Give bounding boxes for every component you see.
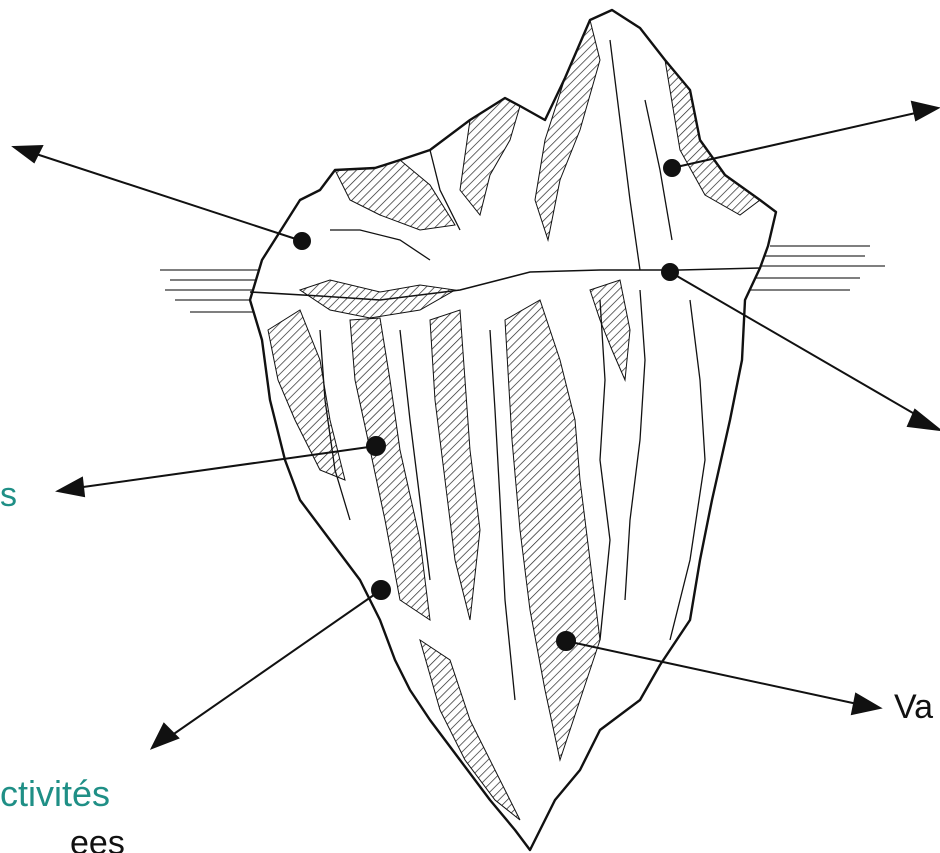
arrow-head-left-middle — [58, 478, 84, 496]
arrow-line-top-right — [672, 112, 920, 168]
dot-left-middle — [367, 437, 385, 455]
arrow-head-right-bottom — [852, 694, 880, 714]
arrow-head-right-middle — [908, 410, 940, 430]
label-left-middle-fragment: s — [0, 478, 17, 512]
label-left-bottom-teal: ctivités — [0, 776, 110, 812]
arrow-line-top-left — [30, 152, 302, 241]
dot-top-left — [294, 233, 310, 249]
dot-right-middle — [662, 264, 678, 280]
dot-top-right — [664, 160, 680, 176]
dot-right-bottom — [557, 632, 575, 650]
dot-left-bottom — [372, 581, 390, 599]
arrow-head-left-bottom — [152, 724, 178, 748]
arrow-head-top-right — [912, 102, 938, 120]
label-left-bottom-black: ees — [70, 826, 125, 853]
arrow-head-top-left — [14, 146, 42, 162]
arrow-line-left-bottom — [168, 590, 381, 738]
label-right-bottom: Va — [894, 690, 933, 724]
